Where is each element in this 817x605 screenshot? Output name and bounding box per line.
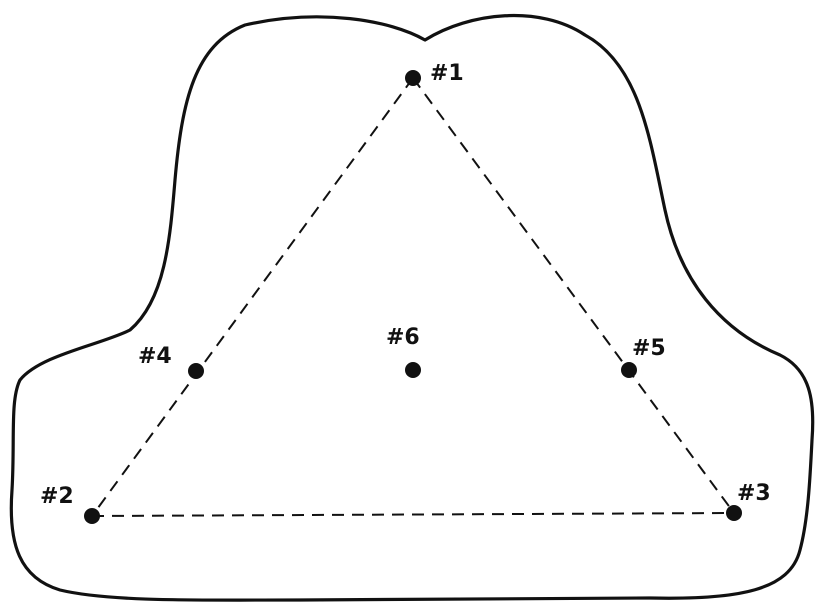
edge-1-2 bbox=[91, 77, 414, 517]
point-1-label: #1 bbox=[430, 61, 464, 86]
edge-2-3 bbox=[91, 512, 735, 517]
point-4-marker bbox=[188, 363, 204, 379]
edge-1-3 bbox=[412, 77, 735, 514]
point-2-label: #2 bbox=[40, 484, 74, 509]
point-1-marker bbox=[405, 70, 421, 86]
point-5-marker bbox=[621, 362, 637, 378]
point-3-label: #3 bbox=[737, 481, 771, 506]
point-4-label: #4 bbox=[138, 344, 172, 369]
point-6-label: #6 bbox=[386, 325, 420, 350]
point-5-label: #5 bbox=[632, 336, 666, 361]
arch-outline bbox=[9, 13, 815, 602]
point-6-marker bbox=[405, 362, 421, 378]
point-2-marker bbox=[84, 508, 100, 524]
point-3-marker bbox=[726, 505, 742, 521]
